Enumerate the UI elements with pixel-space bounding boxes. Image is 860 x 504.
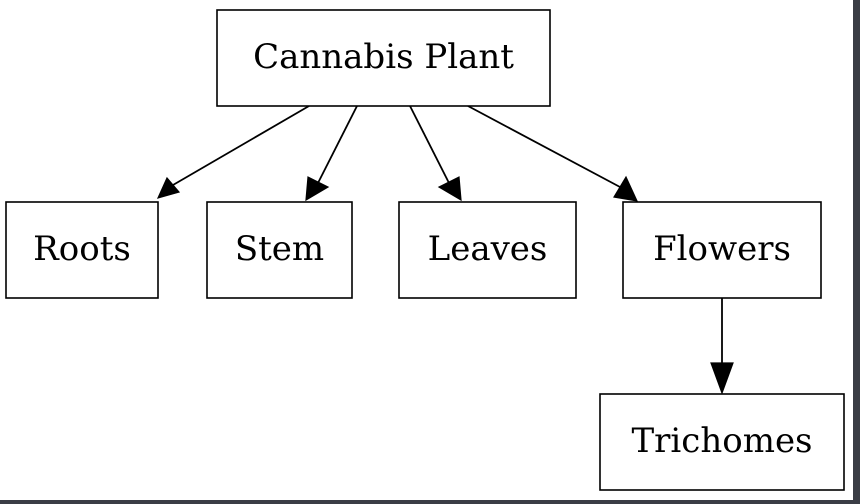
node-cannabis-plant: Cannabis Plant <box>216 9 551 107</box>
edge-root-leaves <box>409 105 462 202</box>
window-frame-right <box>853 0 860 504</box>
node-label-cannabis-plant: Cannabis Plant <box>253 37 514 77</box>
node-label-stem: Stem <box>235 229 324 269</box>
node-label-leaves: Leaves <box>428 229 548 269</box>
edge-root-roots <box>156 105 310 199</box>
edge-root-stem <box>305 105 358 202</box>
node-stem: Stem <box>206 201 353 299</box>
node-label-flowers: Flowers <box>653 229 791 269</box>
node-leaves: Leaves <box>398 201 577 299</box>
edge-flowers-trichomes <box>710 298 734 395</box>
window-frame-bottom <box>0 500 860 504</box>
node-label-trichomes: Trichomes <box>631 421 812 461</box>
edge-root-flowers <box>467 105 639 202</box>
node-roots: Roots <box>5 201 159 299</box>
node-label-roots: Roots <box>33 229 131 269</box>
node-flowers: Flowers <box>622 201 822 299</box>
node-trichomes: Trichomes <box>599 393 845 491</box>
